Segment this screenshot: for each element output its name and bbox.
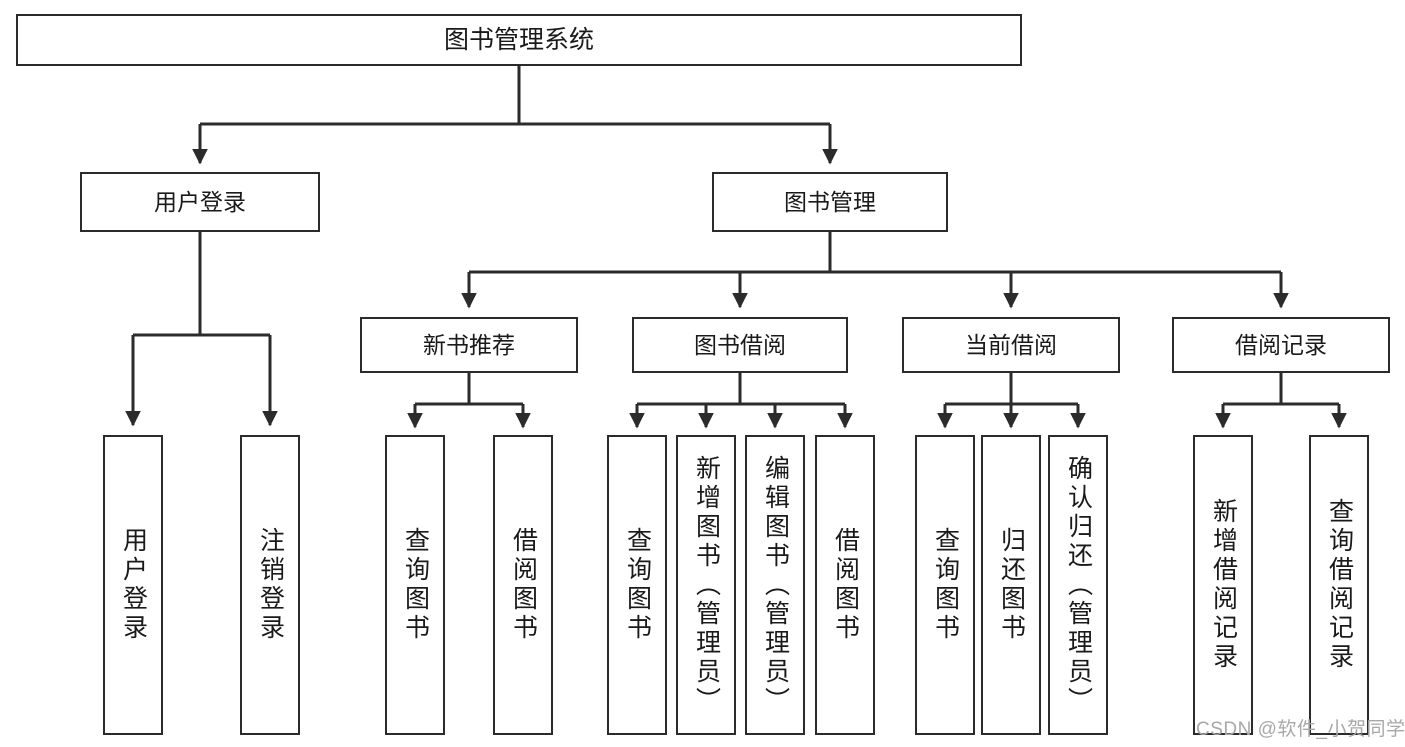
node-borrow-record[interactable]: 借阅记录 [1172, 317, 1390, 373]
node-label: 查询图书 [623, 527, 652, 643]
node-new-book-recommend[interactable]: 新书推荐 [360, 317, 578, 373]
leaf-br-query-record[interactable]: 查询借阅记录 [1309, 435, 1369, 735]
node-label: 查询图书 [401, 527, 430, 643]
leaf-logout[interactable]: 注销登录 [240, 435, 300, 735]
node-label: 图书管理系统 [443, 25, 594, 54]
node-label: 图书管理 [784, 188, 876, 215]
leaf-br-add-record[interactable]: 新增借阅记录 [1193, 435, 1253, 735]
node-current-borrow[interactable]: 当前借阅 [902, 317, 1120, 373]
leaf-bb-query-book[interactable]: 查询图书 [607, 435, 667, 735]
node-label: 新书推荐 [423, 331, 515, 358]
node-root-system[interactable]: 图书管理系统 [16, 14, 1022, 66]
leaf-nb-borrow-book[interactable]: 借阅图书 [493, 435, 553, 735]
node-label: 编辑图书（管理员） [761, 454, 790, 716]
node-label: 用户登录 [119, 527, 148, 643]
leaf-nb-query-book[interactable]: 查询图书 [385, 435, 445, 735]
leaf-cb-return-book[interactable]: 归还图书 [981, 435, 1041, 735]
leaf-cb-query-book[interactable]: 查询图书 [915, 435, 975, 735]
node-user-login[interactable]: 用户登录 [80, 172, 320, 232]
node-label: 借阅图书 [831, 527, 860, 643]
node-label: 借阅记录 [1235, 331, 1327, 358]
node-label: 用户登录 [154, 188, 246, 215]
node-label: 新增图书（管理员） [692, 454, 721, 716]
leaf-user-login[interactable]: 用户登录 [103, 435, 163, 735]
node-label: 图书借阅 [694, 331, 786, 358]
node-label: 注销登录 [256, 527, 285, 643]
node-book-management[interactable]: 图书管理 [712, 172, 948, 232]
node-book-borrow[interactable]: 图书借阅 [632, 317, 848, 373]
leaf-cb-confirm-return-admin[interactable]: 确认归还（管理员） [1048, 435, 1108, 735]
node-label: 新增借阅记录 [1209, 498, 1238, 672]
node-label: 查询图书 [931, 527, 960, 643]
node-label: 当前借阅 [965, 331, 1057, 358]
node-label: 确认归还（管理员） [1064, 454, 1093, 716]
leaf-bb-borrow-book[interactable]: 借阅图书 [815, 435, 875, 735]
node-label: 查询借阅记录 [1325, 498, 1354, 672]
csdn-watermark: CSDN @软件_小贺同学 [1196, 719, 1405, 740]
leaf-bb-edit-book-admin[interactable]: 编辑图书（管理员） [745, 435, 805, 735]
node-label: 借阅图书 [509, 527, 538, 643]
node-label: 归还图书 [997, 527, 1026, 643]
leaf-bb-add-book-admin[interactable]: 新增图书（管理员） [676, 435, 736, 735]
